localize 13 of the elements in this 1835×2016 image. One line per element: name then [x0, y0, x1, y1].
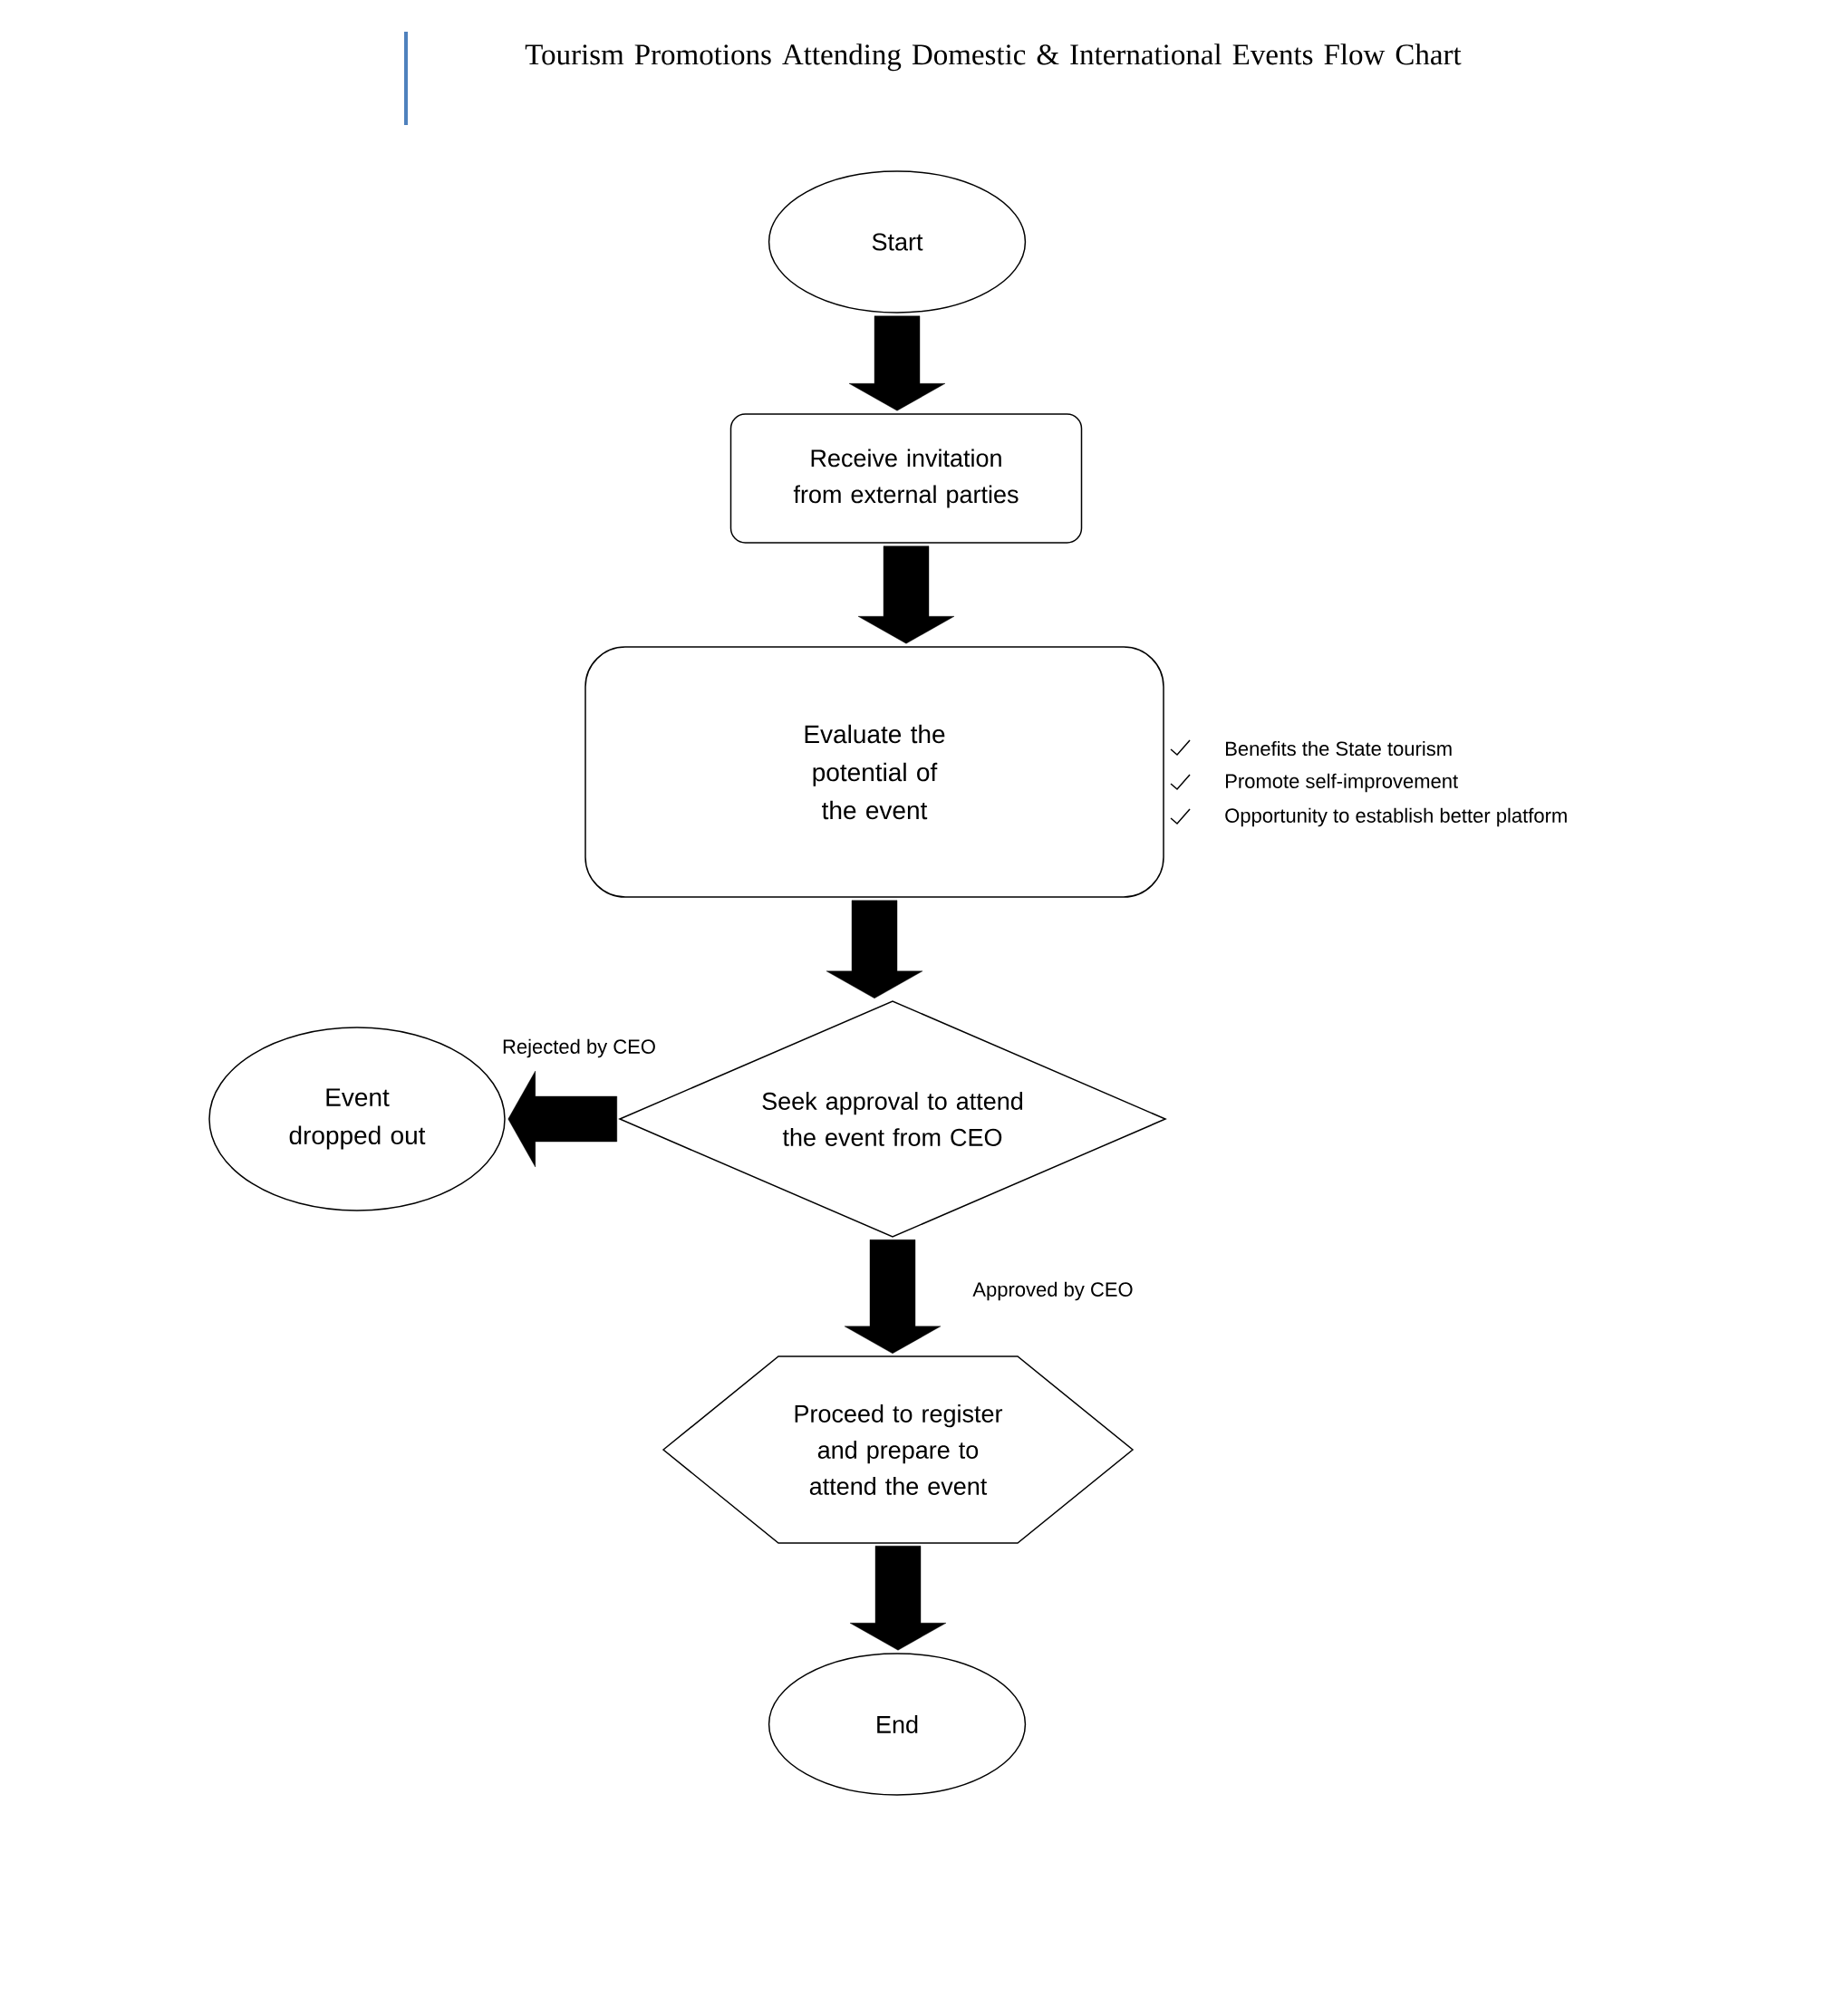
block-arrow — [849, 1546, 947, 1651]
title: Tourism Promotions Attending Domestic & International Events Flow Chart — [525, 43, 1462, 72]
block-arrow — [857, 545, 955, 644]
checklist-text: Opportunity to establish better platform — [1225, 807, 1567, 827]
block-arrow — [507, 1070, 617, 1168]
checklist-text: Promote self-improvement — [1226, 773, 1458, 793]
edge-label: Approved by CEO — [971, 1279, 1135, 1303]
process-box: Receive invitation from external parties — [729, 413, 1083, 544]
block-arrow — [848, 315, 946, 411]
checklist-text: Benefits the State tourism — [1226, 740, 1452, 757]
process-box: Evaluate the potential of the event — [584, 646, 1164, 898]
block-arrow — [826, 900, 923, 998]
block-arrow — [844, 1240, 942, 1354]
